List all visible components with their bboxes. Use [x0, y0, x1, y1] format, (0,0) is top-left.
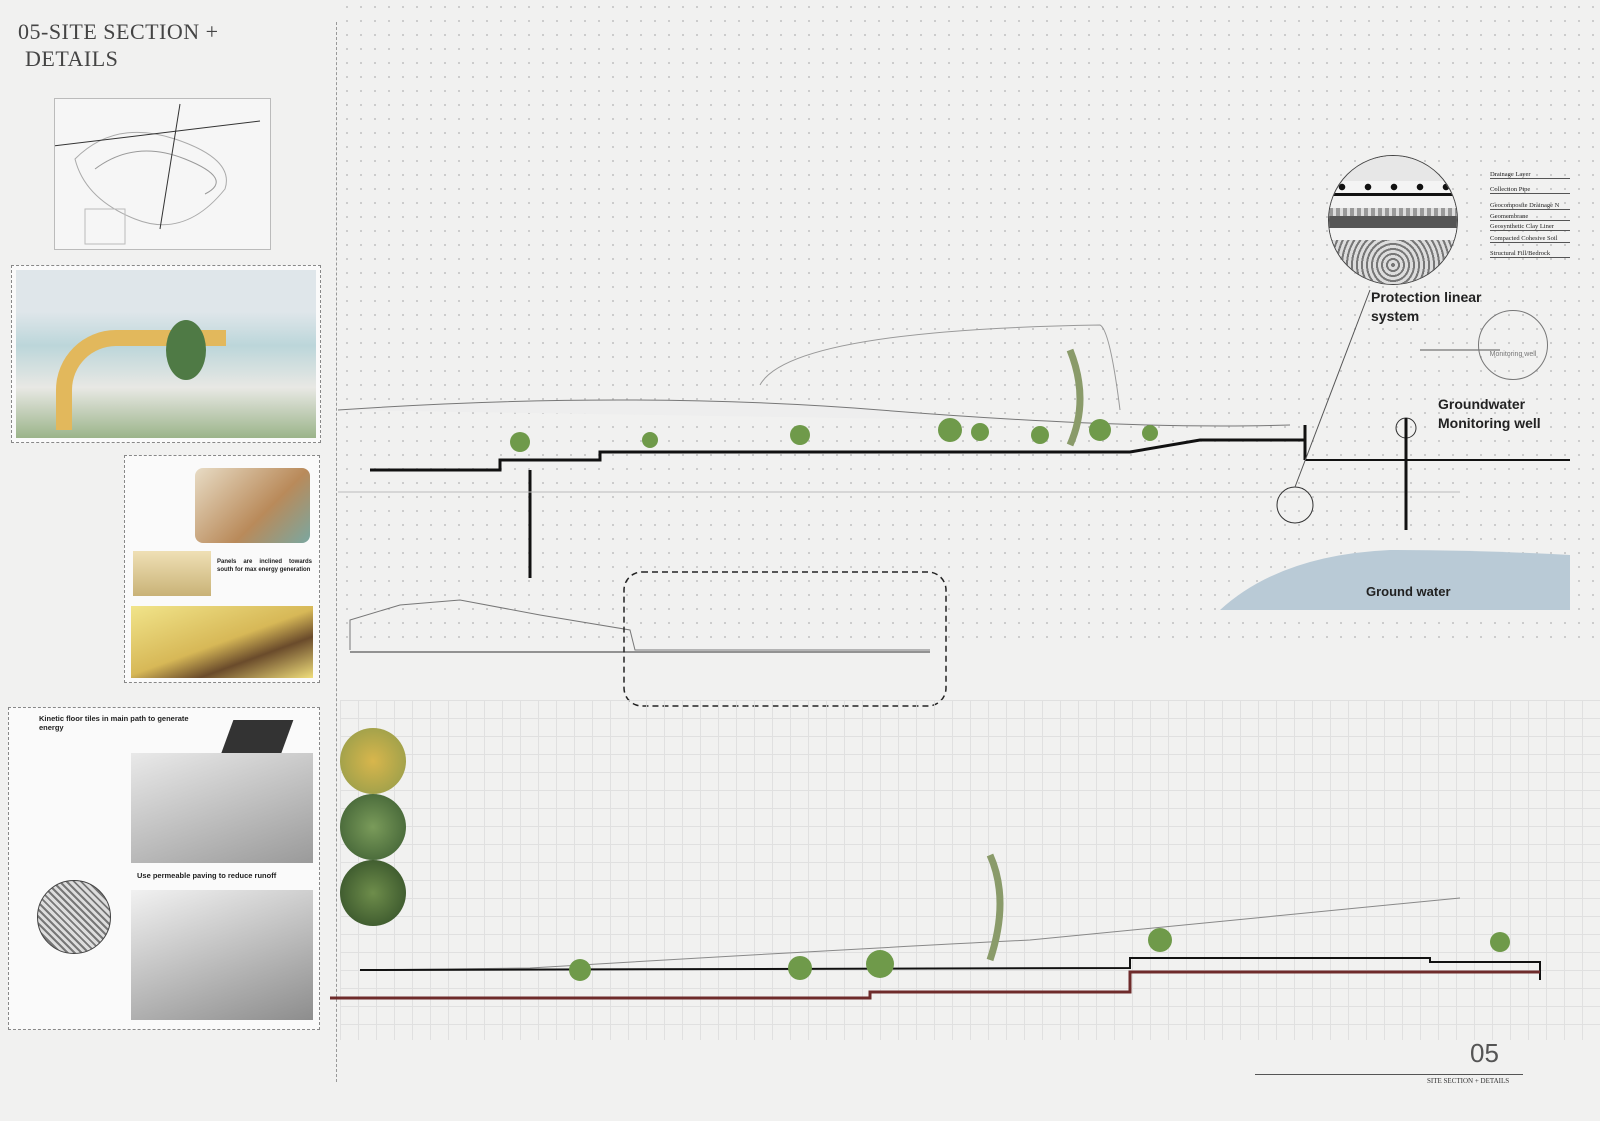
kinetic-tiles-panel: Kinetic floor tiles in main path to gene… [8, 707, 320, 1030]
kinetic-caption: Kinetic floor tiles in main path to gene… [39, 714, 189, 732]
liner-detail-circle [1328, 155, 1458, 285]
key-section [349, 571, 947, 707]
layer-label: Geocomposite Drainage N [1490, 202, 1570, 210]
site-plan-drawing [44, 103, 261, 245]
aerial-render [16, 270, 316, 438]
protection-label: Protection linear system [1371, 289, 1482, 324]
tree-broadleaf-image [340, 794, 406, 860]
tree-ginkgo-image [340, 728, 406, 794]
monitoring-well-icon: Monitoring well [1478, 310, 1548, 380]
tree-conifer-image [340, 860, 406, 926]
footer-subtitle: SITE SECTION + DETAILS [1427, 1077, 1510, 1085]
page-number: 05 [1470, 1038, 1499, 1068]
layer-label: Compacted Cohesive Soil [1490, 235, 1570, 243]
layer-label: Geomembrane [1490, 213, 1570, 221]
lower-section-drawing [330, 853, 1541, 1000]
site-plan-key [44, 98, 271, 250]
key-highlight-box [623, 571, 947, 707]
layer-label: Drainage Layer [1490, 171, 1570, 179]
panels-caption: Panels are inclined towards south for ma… [217, 559, 312, 573]
energy-panels-panel: Panels are inclined towards south for ma… [124, 455, 320, 683]
lower-site-section [340, 700, 1600, 1040]
page-title: 05-SITE SECTION + DETAILS [18, 19, 219, 71]
upper-site-section [340, 0, 1600, 640]
permeable-caption: Use permeable paving to reduce runoff [137, 871, 277, 880]
layer-label: Collection Pipe [1490, 186, 1570, 194]
upper-section-drawing [337, 289, 1570, 610]
layer-label: Structural Fill/Bedrock [1490, 250, 1570, 258]
render-panel [11, 265, 321, 443]
layer-label: Geosynthetic Clay Liner [1490, 223, 1570, 231]
divider [336, 22, 337, 1082]
ground-water-label: Ground water [1366, 584, 1451, 599]
groundwater-well-label: Groundwater Monitoring well [1438, 396, 1541, 431]
